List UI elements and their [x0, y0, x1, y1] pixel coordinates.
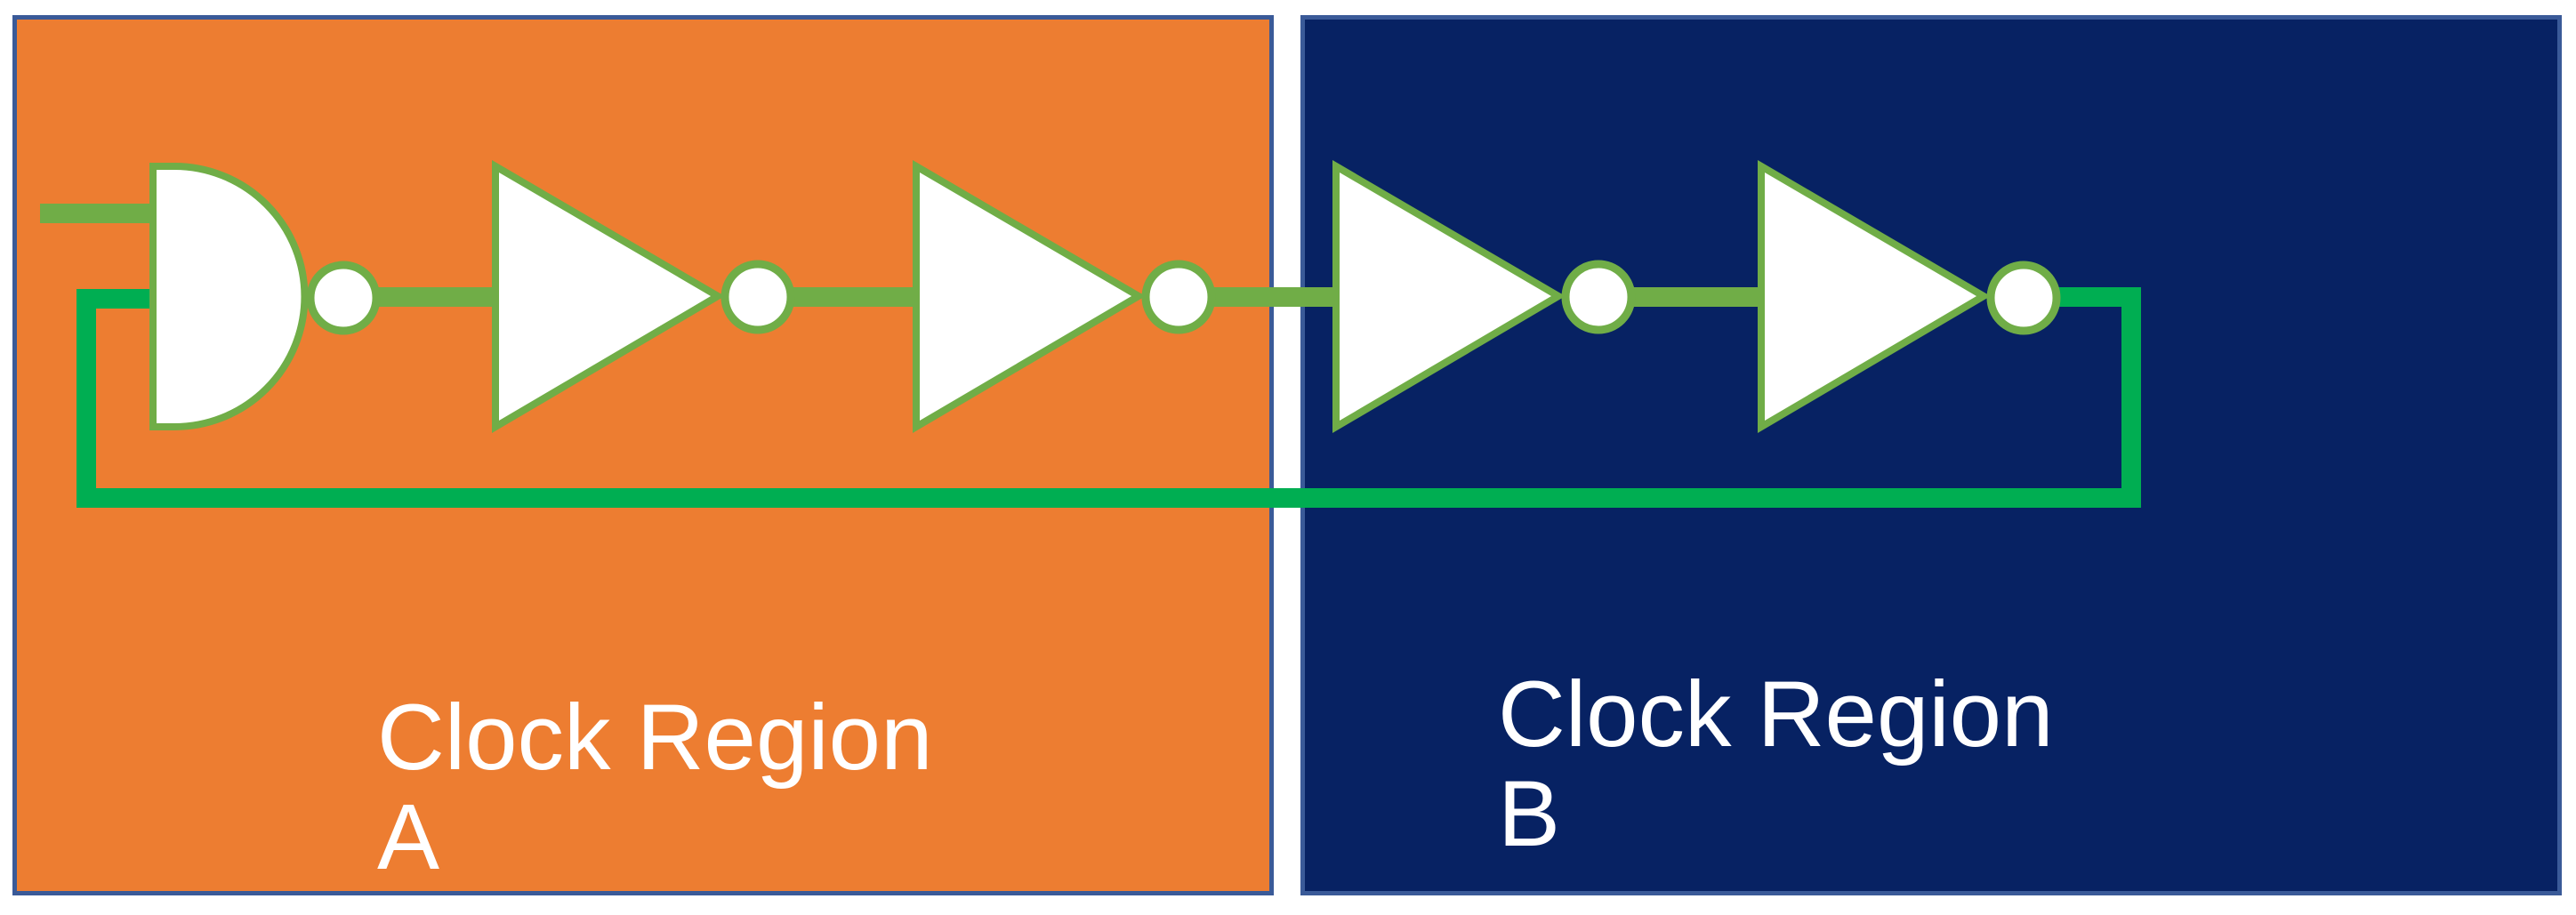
clock-region-b-label: Clock Region B	[1498, 665, 2053, 864]
clock-region-b-label-line1: Clock Region	[1498, 662, 2054, 767]
clock-region-a-label-line2: A	[377, 785, 440, 889]
clock-region-b-label-line2: B	[1498, 762, 1561, 866]
nand-output-bubble	[306, 261, 381, 335]
clock-region-a: Clock Region A	[12, 15, 1274, 895]
inverter3-gate	[1332, 160, 1566, 433]
inverter1-output-bubble	[720, 260, 795, 334]
clock-region-b: Clock Region B	[1300, 15, 2562, 895]
inverter4-gate	[1758, 160, 1991, 433]
inverter2-output-bubble	[1141, 260, 1216, 334]
inverter4-output-bubble	[1986, 261, 2061, 335]
inverter3-output-bubble	[1561, 260, 1636, 334]
inverter1-gate	[492, 160, 725, 433]
clock-region-a-label-line1: Clock Region	[377, 686, 933, 790]
nand-gate	[149, 163, 309, 430]
clock-region-a-label: Clock Region A	[377, 688, 932, 887]
feedback-wire	[76, 287, 2141, 508]
inverter2-gate	[913, 160, 1146, 433]
